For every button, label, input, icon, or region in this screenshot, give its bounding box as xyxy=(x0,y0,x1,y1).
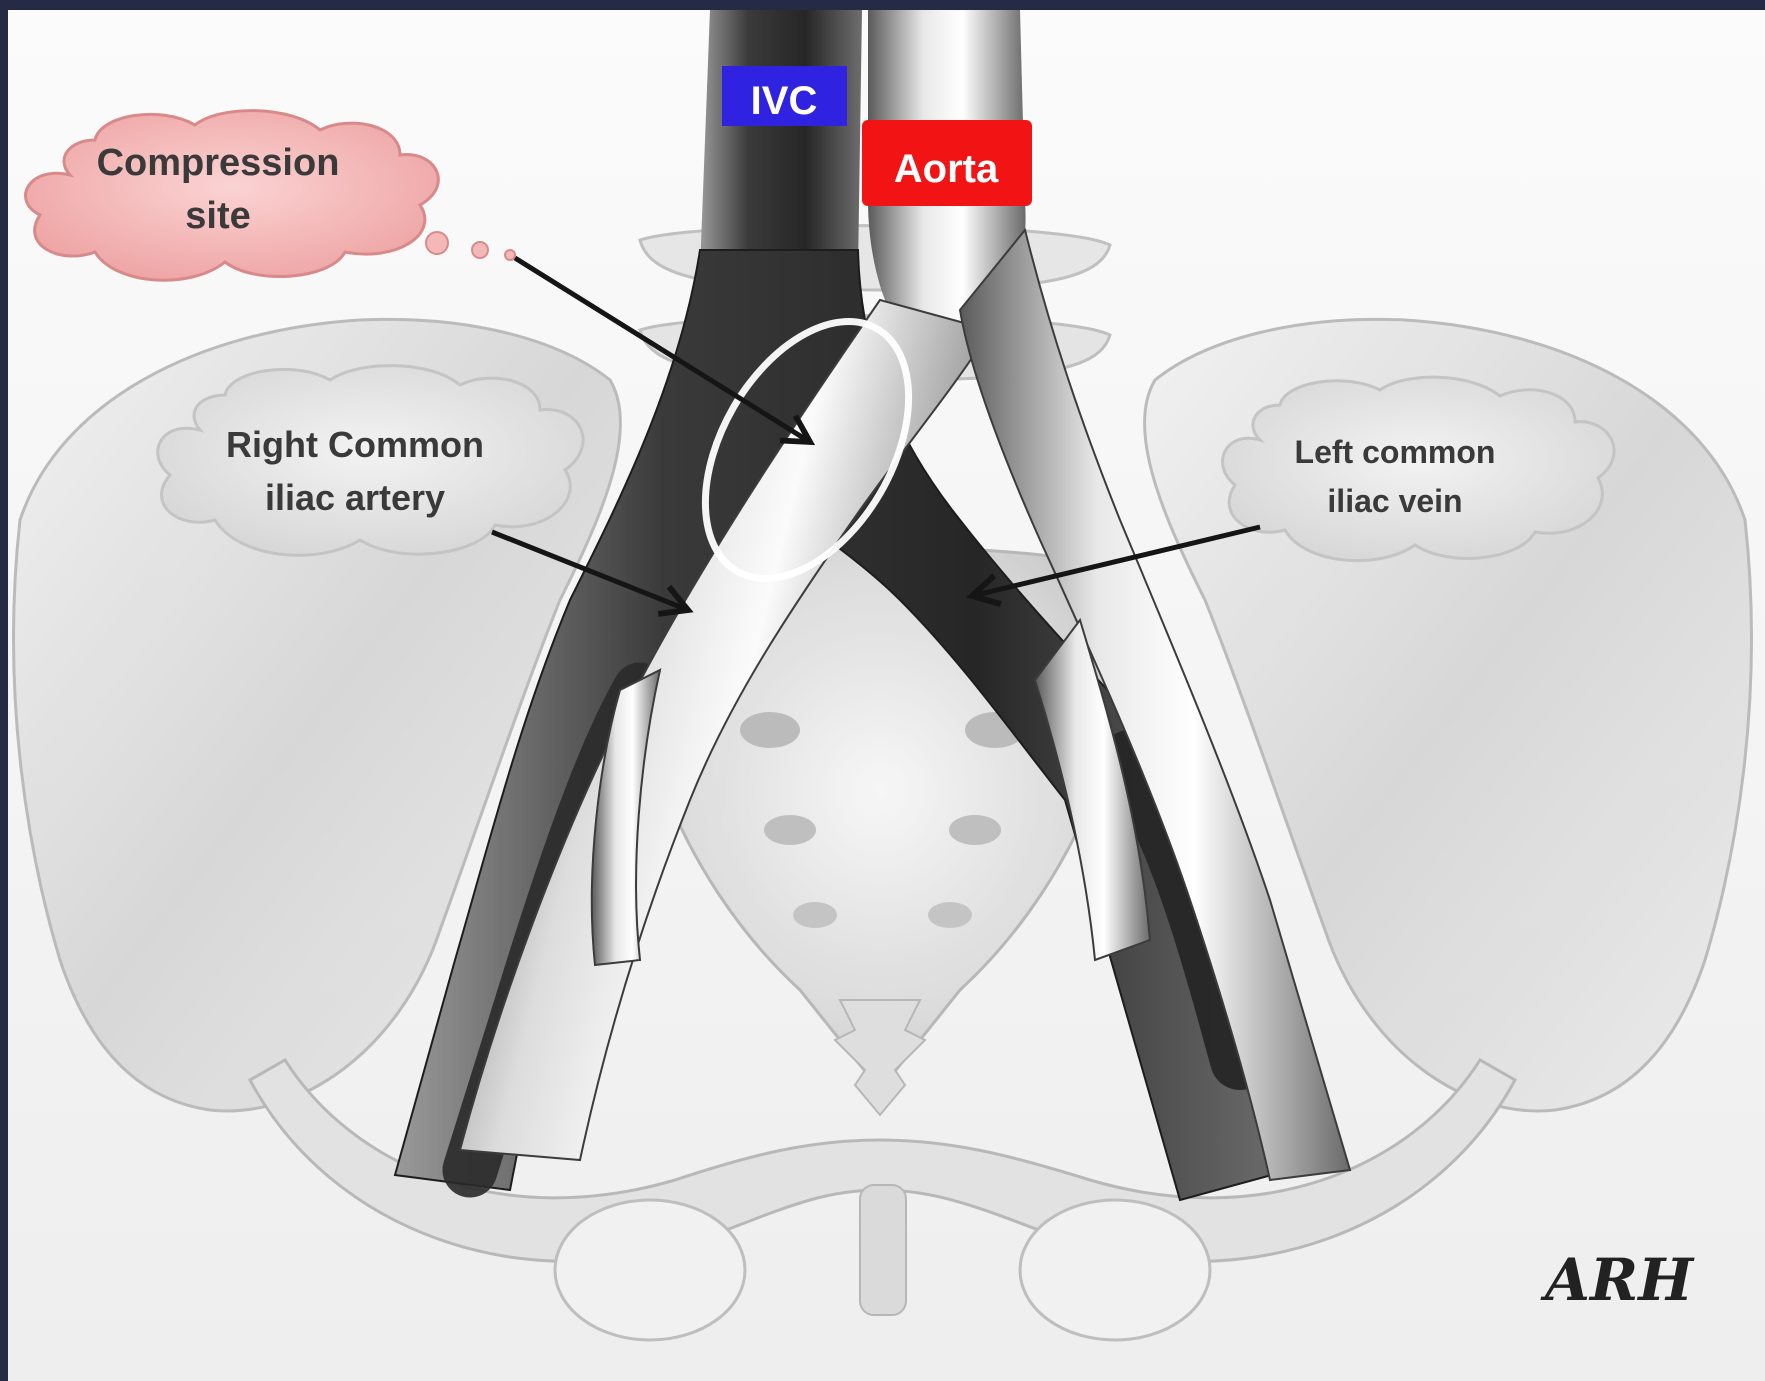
right-iliac-label-line2: iliac artery xyxy=(265,477,445,518)
signature: ARH xyxy=(1540,1246,1695,1314)
right-iliac-artery-cloud: Right Common iliac artery xyxy=(158,366,583,556)
compression-label-line1: Compression xyxy=(97,142,340,184)
aorta-tag: Aorta xyxy=(862,120,1032,206)
ivc-tag: IVC xyxy=(722,66,847,126)
aorta-label: Aorta xyxy=(894,147,999,191)
right-iliac-label-line1: Right Common xyxy=(226,424,484,465)
ivc-label: IVC xyxy=(751,79,818,123)
left-iliac-label-line1: Left common xyxy=(1295,434,1496,470)
compression-label-line2: site xyxy=(185,195,250,237)
left-iliac-label-line2: iliac vein xyxy=(1327,483,1462,519)
